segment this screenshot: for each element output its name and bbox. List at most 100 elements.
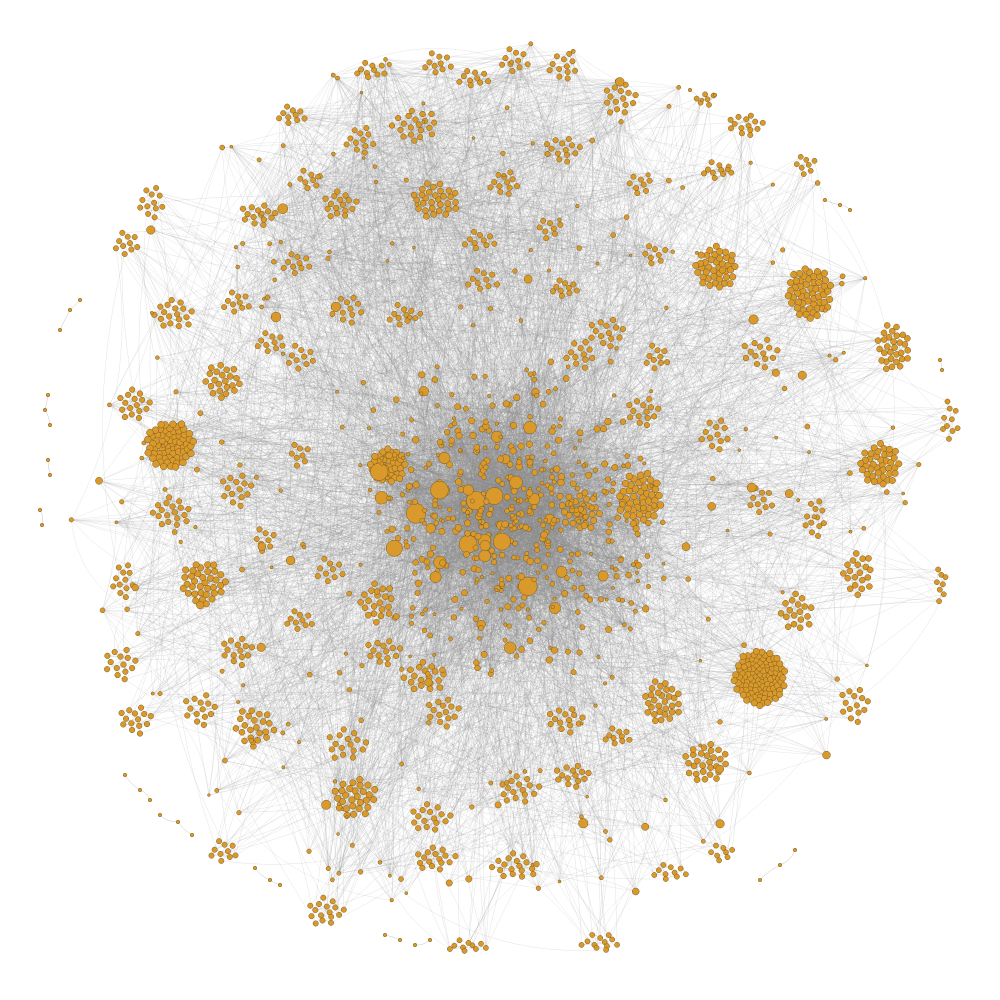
graph-edge (467, 533, 613, 678)
graph-edge (405, 487, 464, 543)
graph-edge (551, 479, 609, 506)
graph-edge (424, 487, 512, 631)
graph-edge (445, 431, 625, 626)
graph-edge (499, 379, 535, 548)
graph-edge (511, 361, 611, 488)
graph-edge (394, 454, 483, 522)
graph-edge (447, 461, 520, 519)
graph-edge (387, 477, 548, 544)
graph-edge (485, 376, 560, 427)
graph-edge (514, 490, 613, 525)
graph-edge (439, 421, 486, 508)
graph-edge (396, 466, 520, 617)
graph-edge (601, 465, 624, 630)
graph-edge (518, 462, 579, 554)
graph-edge (518, 513, 561, 550)
graph-edge (436, 366, 539, 490)
graph-edge (511, 487, 636, 612)
graph-edge (551, 440, 581, 471)
graph-edge (488, 534, 549, 555)
graph-edge (503, 369, 527, 525)
graph-edge (426, 500, 436, 674)
graph-edge (529, 462, 621, 561)
graph-edge (411, 616, 511, 648)
graph-edge (461, 568, 475, 609)
graph-edge (549, 540, 613, 661)
graph-edge (515, 529, 562, 545)
graph-edge (471, 420, 579, 554)
graph-edge (477, 535, 639, 669)
graph-edge (468, 511, 498, 589)
graph-edge (381, 406, 458, 498)
graph-edge (577, 553, 607, 600)
graph-edge (606, 599, 625, 626)
graph-edge (501, 539, 545, 591)
graph-edge (507, 574, 604, 607)
graph-edge (552, 606, 613, 678)
graph-edge (552, 527, 602, 600)
graph-edge (474, 501, 487, 559)
graph-edge (434, 527, 526, 656)
graph-edge (508, 553, 579, 579)
graph-edge (479, 500, 519, 522)
graph-edge (405, 374, 435, 615)
graph-edge (490, 477, 553, 510)
graph-edge (451, 440, 520, 463)
graph-edge (513, 464, 531, 518)
graph-edge (434, 533, 638, 615)
graph-edge (524, 366, 569, 598)
graph-edge (430, 436, 498, 529)
graph-edge (583, 465, 629, 576)
graph-edge (505, 477, 518, 558)
graph-edge (518, 513, 545, 568)
graph-edge (440, 450, 461, 640)
graph-edge (437, 432, 581, 571)
graph-edge (441, 388, 556, 443)
graph-edge (392, 516, 498, 530)
graph-edge (528, 469, 545, 618)
graph-edge (481, 508, 602, 600)
graph-edge (445, 447, 477, 566)
graph-edge (425, 531, 547, 611)
graph-edge (415, 484, 475, 569)
graph-edge (472, 435, 523, 606)
graph-edge (383, 465, 614, 588)
graph-edge (492, 374, 531, 406)
graph-edge (481, 506, 544, 526)
graph-edge (494, 540, 609, 565)
graph-edge (421, 421, 486, 674)
graph-edge (483, 477, 512, 509)
graph-edge (449, 464, 508, 607)
graph-edge (539, 520, 607, 600)
graph-edge (396, 531, 609, 617)
graph-edge (529, 507, 592, 555)
graph-edge (475, 500, 636, 612)
graph-edge (460, 425, 514, 451)
graph-edge (402, 433, 530, 512)
graph-edge (481, 458, 641, 578)
graph-edge (434, 504, 621, 564)
graph-edge (446, 432, 487, 462)
graph-edge (518, 421, 624, 503)
graph-edge (498, 379, 535, 481)
graph-edge (442, 510, 577, 564)
graph-edge (481, 428, 598, 467)
graph-edge (481, 576, 614, 588)
graph-edge (452, 518, 599, 658)
graph-edge (477, 540, 609, 582)
graph-edge (529, 462, 623, 505)
graph-edge (483, 477, 638, 535)
graph-edge (521, 573, 580, 577)
graph-edge (494, 464, 511, 586)
graph-edge (598, 522, 649, 658)
graph-edge (442, 528, 637, 564)
graph-edge (376, 590, 502, 601)
graph-edge (379, 477, 437, 524)
graph-edge (407, 490, 553, 528)
graph-edge (481, 466, 629, 576)
graph-edge (534, 379, 624, 466)
graph-edge (485, 426, 527, 559)
graph-edge (595, 428, 599, 471)
graph-edge (453, 418, 495, 497)
